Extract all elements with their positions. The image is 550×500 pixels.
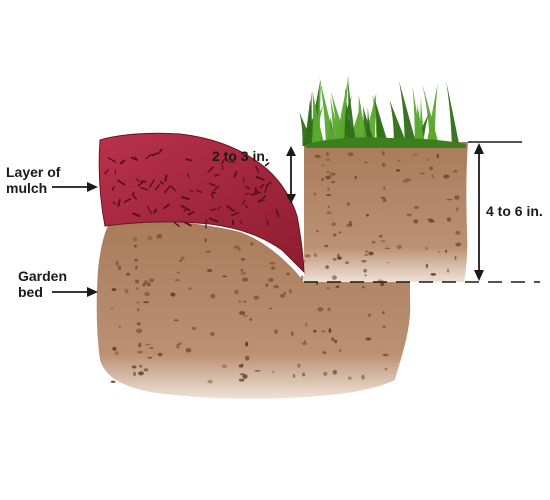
mulch-depth-arrow-top-head bbox=[286, 146, 296, 156]
soil-specks bbox=[110, 151, 462, 384]
bed-label-line2: bed bbox=[18, 284, 43, 300]
mulch-depth-arrow-bottom-head bbox=[286, 194, 296, 204]
mulch-pointer-arrow-head bbox=[87, 182, 98, 192]
mulch-depth-label: 2 to 3 in. bbox=[212, 148, 269, 164]
edge-depth-label: 4 to 6 in. bbox=[484, 203, 545, 219]
garden-bed-soil bbox=[96, 220, 411, 399]
mulch-chips bbox=[104, 148, 280, 229]
grass-base bbox=[306, 137, 466, 148]
bed-label-line1: Garden bbox=[18, 268, 68, 284]
mulch-layer-label: Layer of mulch bbox=[6, 164, 60, 196]
bed-pointer-arrow-head bbox=[87, 287, 98, 297]
mulch-label-line1: Layer of bbox=[6, 164, 61, 180]
mulch-label-line2: mulch bbox=[6, 180, 48, 196]
edge-depth-arrow-bottom-head bbox=[474, 270, 484, 281]
grass-tuft bbox=[299, 74, 460, 146]
garden-bed-label: Garden bed bbox=[18, 268, 67, 300]
lawn-edge-soil bbox=[304, 142, 468, 282]
edge-depth-arrow-top-head bbox=[474, 143, 484, 154]
mulch-layer bbox=[98, 132, 305, 274]
